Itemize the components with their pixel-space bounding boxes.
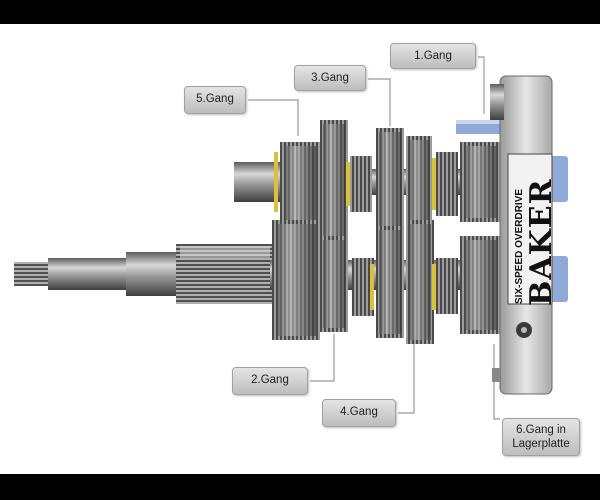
bearing (432, 264, 436, 310)
shaft-spline-end (14, 262, 50, 286)
diagram-panel: SIX-SPEED OVERDRIVE BAKER 1.Gang 3.Gang … (0, 24, 600, 474)
label-gear-5: 5.Gang (184, 86, 246, 114)
bearing (370, 264, 374, 310)
gear (352, 258, 374, 316)
label-gear-4-text: 4.Gang (340, 406, 378, 418)
label-gear-6-line1: 6.Gang in (516, 424, 566, 436)
leader-line-5 (248, 99, 299, 136)
label-gear-3: 3.Gang (294, 65, 366, 91)
gear (350, 156, 372, 212)
plate-brand-text: BAKER (524, 178, 559, 306)
gearbox-illustration: SIX-SPEED OVERDRIVE BAKER (14, 56, 568, 420)
bearings (274, 152, 436, 310)
label-gear-3-text: 3.Gang (311, 72, 349, 84)
bearing (274, 152, 278, 212)
label-gear-5-text: 5.Gang (196, 93, 234, 105)
label-gear-6-line2: Lagerplatte (512, 438, 570, 450)
upper-gears (280, 120, 504, 248)
leader-lines (248, 56, 500, 420)
shaft-section (126, 252, 178, 296)
shaft-section (48, 258, 128, 290)
leader-line-4 (398, 344, 415, 414)
label-gear-2-text: 2.Gang (251, 374, 289, 386)
gear (436, 258, 458, 314)
label-gear-1-text: 1.Gang (414, 50, 452, 62)
plate-label-area (507, 153, 553, 305)
leader-line-1 (478, 56, 485, 114)
plate-model-text: SIX-SPEED OVERDRIVE (514, 189, 525, 304)
label-gear-4: 4.Gang (322, 399, 396, 427)
leader-line-2 (310, 334, 335, 382)
label-gear-6: 6.Gang in Lagerplatte (502, 418, 580, 456)
label-gear-1: 1.Gang (390, 43, 476, 69)
lower-gears (272, 220, 500, 344)
gear (436, 152, 458, 216)
leader-line-3 (368, 78, 391, 126)
label-gear-2: 2.Gang (232, 367, 308, 395)
bearing (346, 162, 350, 206)
bearing (432, 158, 436, 210)
bearing-plate (490, 75, 568, 395)
